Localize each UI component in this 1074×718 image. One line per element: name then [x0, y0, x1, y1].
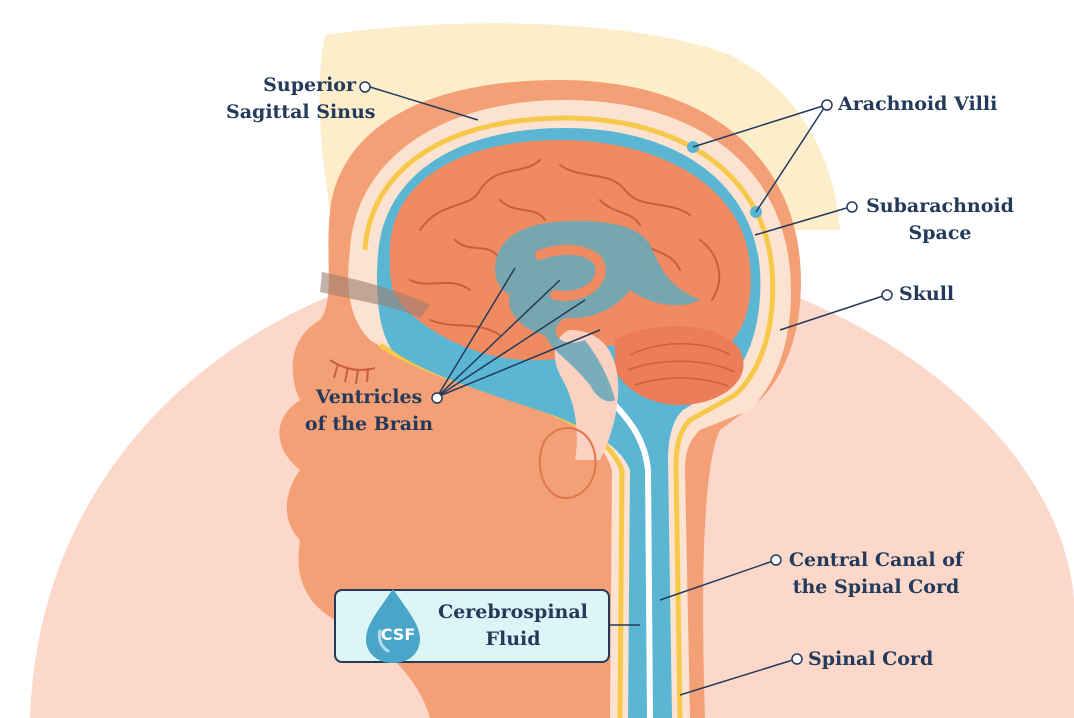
ventricle-inner: [535, 244, 606, 301]
ventricles: [495, 220, 700, 402]
cerebellum-folds: [627, 343, 736, 387]
csf-legend-title: Cerebrospinal Fluid: [428, 599, 598, 653]
label-skull: Skull: [899, 283, 955, 305]
label-line: Space: [908, 222, 972, 244]
label-subarachnoid-space: Subarachnoid Space: [863, 193, 1017, 247]
label-line: Superior: [263, 74, 356, 96]
dura-line: [362, 115, 776, 718]
label-arachnoid-villi: Arachnoid Villi: [838, 93, 998, 115]
label-line: Sagittal Sinus: [226, 101, 376, 123]
csf-legend: CSF Cerebrospinal Fluid: [334, 589, 610, 663]
label-line: Subarachnoid: [866, 195, 1014, 217]
legend-line: Cerebrospinal: [438, 601, 588, 623]
label-line: Ventricles: [315, 386, 423, 408]
leader-lines: [369, 86, 887, 696]
label-central-canal: Central Canal of the Spinal Cord: [784, 547, 968, 601]
label-superior-sagittal-sinus: Superior Sagittal Sinus: [226, 72, 376, 126]
label-ventricles: Ventricles of the Brain: [304, 384, 434, 438]
label-line: Central Canal of: [788, 549, 964, 571]
eyelashes: [329, 359, 376, 385]
csf-badge-text: CSF: [380, 625, 416, 644]
droplet-icon: [366, 589, 420, 663]
leader-dots: [359, 81, 893, 665]
legend-line: Fluid: [485, 628, 541, 650]
ear: [538, 427, 597, 500]
frontal-sinus: [320, 272, 430, 318]
brain-folds: [409, 159, 721, 336]
cerebellum: [615, 326, 744, 405]
label-line: of the Brain: [304, 413, 434, 435]
label-spinal-cord: Spinal Cord: [808, 648, 934, 670]
label-line: the Spinal Cord: [792, 576, 960, 598]
